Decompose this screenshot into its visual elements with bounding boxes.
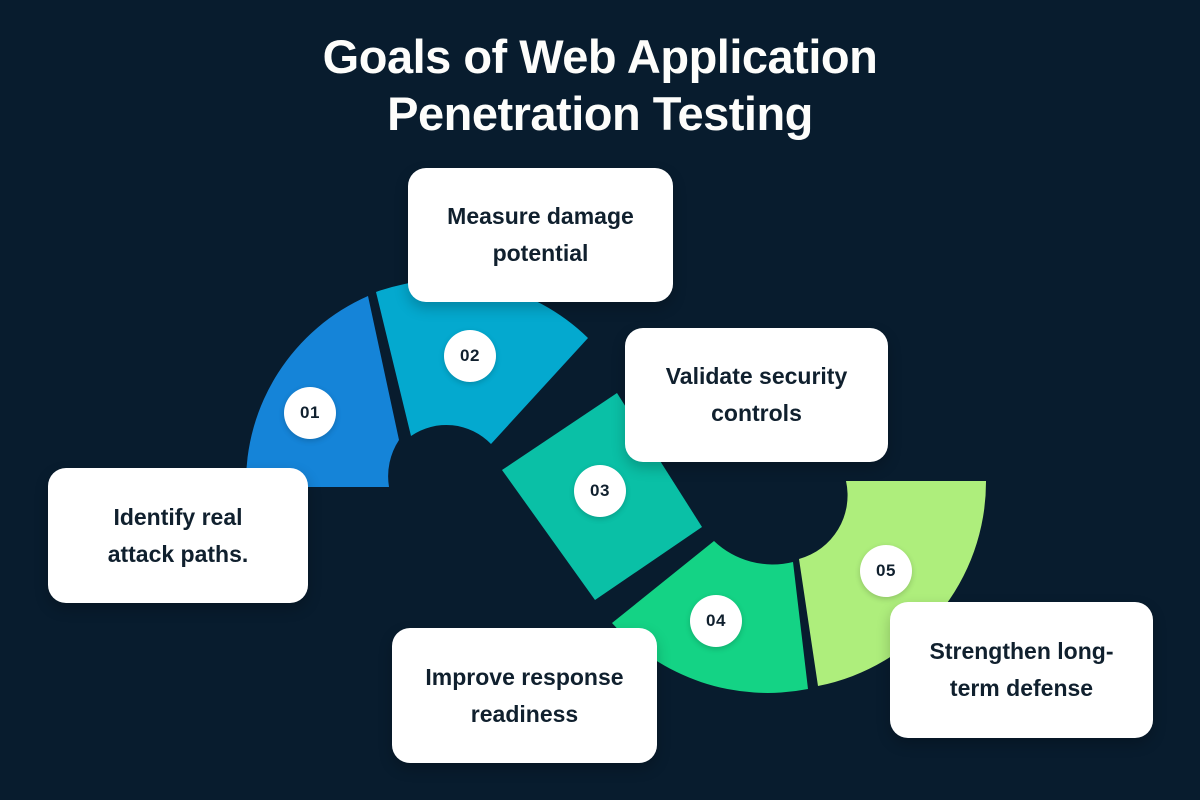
page-title-line-1: Goals of Web Application bbox=[322, 30, 878, 83]
step-label-05: Strengthen long-term defense bbox=[929, 638, 1114, 701]
step-badge-02: 02 bbox=[444, 330, 496, 382]
step-number-03: 03 bbox=[590, 481, 610, 500]
step-number-01: 01 bbox=[300, 403, 320, 422]
page-title-line-2: Penetration Testing bbox=[387, 87, 813, 141]
step-label-02: Measure damage potential bbox=[447, 203, 634, 266]
step-label-04: Improve response readiness bbox=[425, 663, 624, 727]
step-label-03: Validate security controls bbox=[665, 363, 848, 426]
step-card-01: Identify real attack paths. bbox=[48, 468, 308, 603]
step-number-02: 02 bbox=[460, 346, 480, 365]
step-badge-04: 04 bbox=[690, 595, 742, 647]
step-badge-01: 01 bbox=[284, 387, 336, 439]
page-title: Goals of Web Application Penetration Tes… bbox=[0, 28, 1200, 143]
step-badge-05: 05 bbox=[860, 545, 912, 597]
step-number-04: 04 bbox=[706, 611, 726, 630]
step-card-04: Improve response readiness bbox=[392, 628, 657, 763]
step-label-01: Identify real attack paths. bbox=[107, 503, 249, 567]
step-card-02: Measure damage potential bbox=[408, 168, 673, 302]
step-card-05: Strengthen long-term defense bbox=[890, 602, 1153, 738]
step-card-03: Validate security controls bbox=[625, 328, 888, 462]
step-badge-03: 03 bbox=[574, 465, 626, 517]
step-number-05: 05 bbox=[876, 561, 896, 580]
